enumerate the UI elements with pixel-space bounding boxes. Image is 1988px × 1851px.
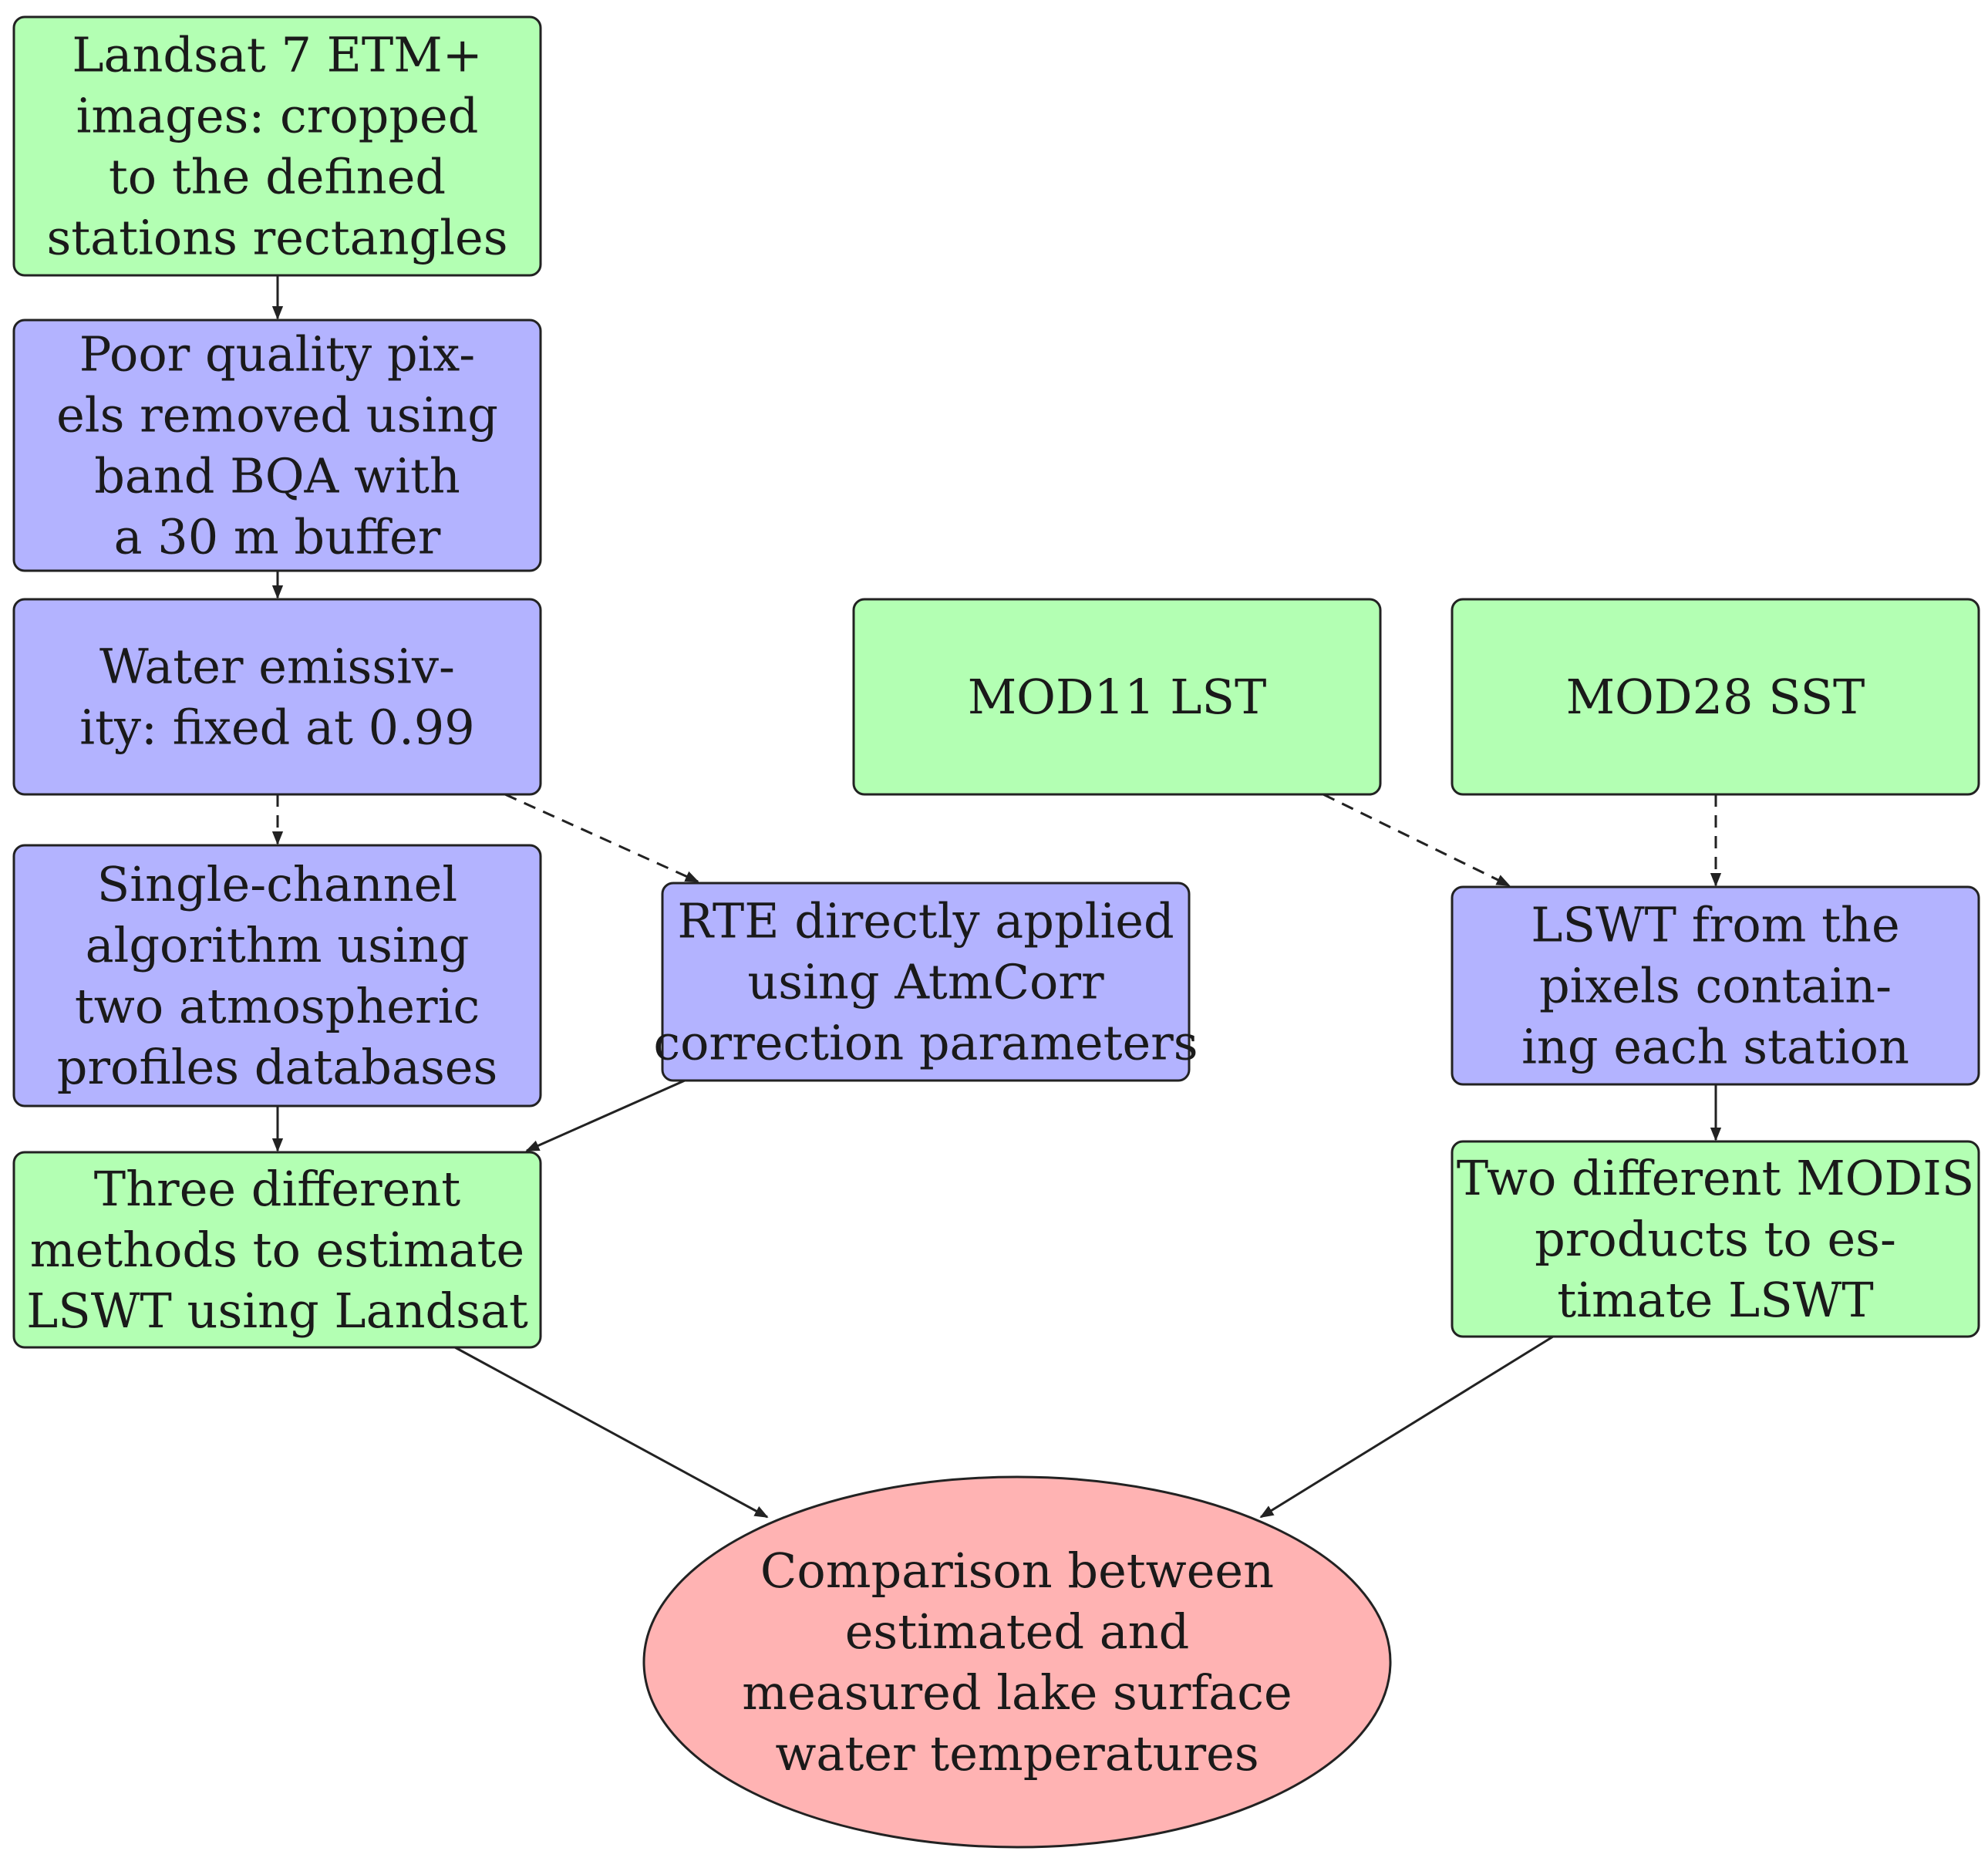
node-label-line: ity: fixed at 0.99 (79, 700, 474, 756)
node-shape-three-methods (12, 1151, 542, 1349)
node-label-line: algorithm using (86, 917, 470, 973)
node-label-line: profiles databases (57, 1039, 498, 1095)
node-label-line: ing each station (1521, 1019, 1909, 1075)
node-label-line: band BQA with (94, 448, 460, 504)
arrow-water-emissivity-to-rte-applied (504, 793, 699, 883)
node-label-line: using AtmCorr (747, 954, 1104, 1010)
node-label-line: estimated and (845, 1603, 1190, 1660)
node-label-line: methods to estimate (30, 1222, 524, 1278)
node-shape-poor-quality-pixels (12, 319, 542, 572)
node-label-line: RTE directly applied (677, 893, 1174, 949)
node-label-line: MOD28 SST (1566, 669, 1865, 725)
node-label-line: Three different (94, 1161, 461, 1217)
node-label-line: els removed using (56, 387, 498, 443)
node-label-line: products to es- (1535, 1211, 1896, 1267)
node-shape-landsat-images (12, 15, 542, 277)
node-label-line: pixels contain- (1539, 958, 1892, 1014)
node-label-line: to the defined (109, 149, 446, 205)
node-label-line: Comparison between (760, 1542, 1274, 1599)
node-shape-two-modis (1451, 1140, 1980, 1338)
node-shape-lswt-pixels (1451, 885, 1980, 1086)
node-mod11-lst: MOD11 LST (852, 598, 1382, 796)
node-shape-rte-applied (661, 882, 1191, 1082)
arrow-two-modis-to-comparison (1259, 1335, 1554, 1519)
node-label-line: measured lake surface (742, 1664, 1292, 1721)
node-label-line: Landsat 7 ETM+ (72, 27, 482, 83)
node-shape-water-emissivity (12, 598, 542, 796)
node-label-line: correction parameters (653, 1015, 1198, 1071)
edges-layer (271, 275, 1722, 1519)
node-mod28-sst: MOD28 SST (1451, 598, 1980, 796)
node-label-line: timate LSWT (1557, 1272, 1874, 1328)
node-label-line: stations rectangles (46, 210, 507, 266)
node-label-line: LSWT using Landsat (26, 1283, 528, 1339)
node-label-line: Two different MODIS (1457, 1150, 1974, 1206)
arrow-rte-applied-to-three-methods (525, 1079, 686, 1152)
node-water-emissivity: Water emissiv-ity: fixed at 0.99 (12, 598, 542, 796)
node-label-line: Water emissiv- (99, 639, 455, 695)
node-label-line: Single-channel (97, 856, 457, 912)
node-label-line: water temperatures (775, 1725, 1259, 1782)
node-label-line: Poor quality pix- (79, 326, 475, 383)
node-label-line: MOD11 LST (968, 669, 1267, 725)
node-shape-single-channel (12, 844, 542, 1108)
node-shape-comparison (642, 1475, 1392, 1849)
node-shape-mod28-sst (1451, 598, 1980, 796)
node-shape-mod11-lst (852, 598, 1382, 796)
node-label-line: two atmospheric (75, 978, 480, 1034)
node-label-line: images: cropped (76, 88, 479, 144)
node-label-line: a 30 m buffer (114, 509, 441, 565)
arrow-mod11-lst-to-lswt-pixels (1323, 793, 1511, 887)
arrow-three-methods-to-comparison (454, 1346, 769, 1519)
node-label-line: LSWT from the (1531, 897, 1899, 953)
